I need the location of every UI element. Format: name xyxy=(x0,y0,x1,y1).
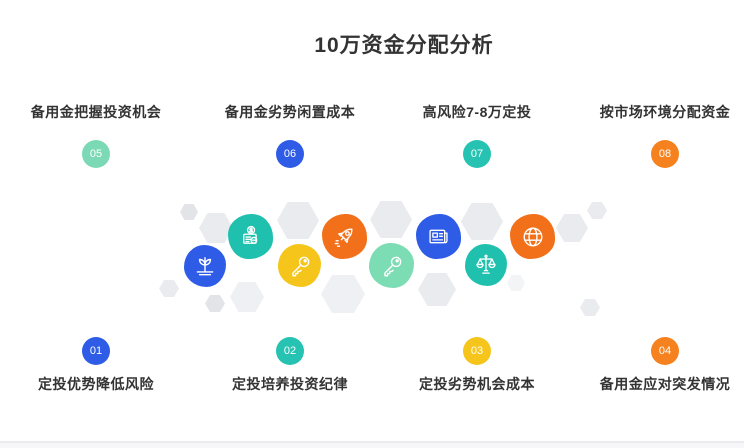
cluster-blob xyxy=(510,214,555,259)
item-number-badge: 06 xyxy=(276,140,304,168)
item-number-badge: 03 xyxy=(463,337,491,365)
item-label: 高风险7-8万定投 xyxy=(422,104,532,120)
hexagon-decor xyxy=(205,295,225,312)
hexagon-decor xyxy=(587,202,607,219)
item-number-badge: 04 xyxy=(651,337,679,365)
hexagon-decor xyxy=(370,201,412,238)
cluster-blob xyxy=(184,245,226,287)
rocket-icon xyxy=(331,223,358,250)
cluster-blob xyxy=(228,214,273,259)
item-label: 备用金劣势闲置成本 xyxy=(224,104,356,120)
item-number-badge: 08 xyxy=(651,140,679,168)
bottom-divider xyxy=(0,441,744,448)
cluster-blob xyxy=(465,244,507,286)
page-title: 10万资金分配分析 xyxy=(314,34,494,57)
scales-icon xyxy=(473,252,499,278)
hexagon-decor xyxy=(321,275,365,313)
cluster-blob xyxy=(369,243,414,288)
cluster-blob xyxy=(322,214,367,259)
key-icon xyxy=(287,253,313,279)
hexagon-decor xyxy=(418,273,456,306)
hexagon-decor xyxy=(180,204,198,220)
top-item: 按市场环境分配资金 08 xyxy=(565,102,744,168)
bottom-item: 03 定投劣势机会成本 xyxy=(377,337,577,394)
item-label: 定投劣势机会成本 xyxy=(419,376,535,392)
top-item: 高风险7-8万定投 07 xyxy=(377,102,577,168)
newspaper-icon xyxy=(425,223,452,250)
sprout-icon xyxy=(192,253,218,279)
bottom-item: 01 定投优势降低风险 xyxy=(0,337,196,394)
item-number-badge: 02 xyxy=(276,337,304,365)
hexagon-decor xyxy=(580,299,600,316)
item-label: 备用金把握投资机会 xyxy=(30,104,162,120)
item-label: 定投培养投资纪律 xyxy=(232,376,348,392)
item-number-badge: 05 xyxy=(82,140,110,168)
item-label: 定投优势降低风险 xyxy=(38,376,154,392)
globe-icon xyxy=(519,223,547,251)
bottom-item: 02 定投培养投资纪律 xyxy=(190,337,390,394)
item-number-badge: 01 xyxy=(82,337,110,365)
key-icon xyxy=(379,253,405,279)
hexagon-decor xyxy=(461,203,503,240)
top-item: 备用金把握投资机会 05 xyxy=(0,102,196,168)
top-item: 备用金劣势闲置成本 06 xyxy=(190,102,390,168)
hexagon-decor xyxy=(507,275,525,291)
cluster-blob xyxy=(416,214,461,259)
item-number-badge: 07 xyxy=(463,140,491,168)
item-label: 按市场环境分配资金 xyxy=(599,104,731,120)
item-label: 备用金应对突发情况 xyxy=(599,376,731,392)
hexagon-decor xyxy=(159,280,179,297)
cash-icon xyxy=(237,223,264,250)
hexagon-decor xyxy=(556,214,588,242)
hexagon-decor xyxy=(199,213,233,243)
cluster-blob xyxy=(278,244,321,287)
bottom-item: 04 备用金应对突发情况 xyxy=(565,337,744,394)
hexagon-decor xyxy=(277,202,319,239)
hexagon-decor xyxy=(230,282,264,312)
